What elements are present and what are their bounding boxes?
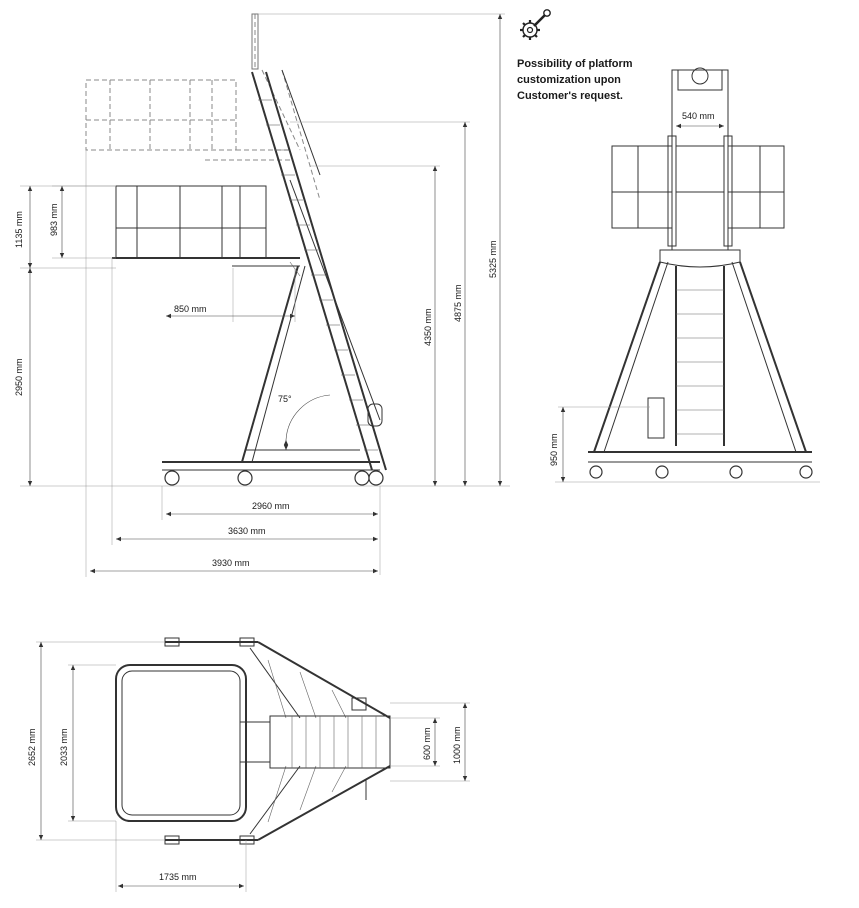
- dim-length-mid-label: 3630 mm: [228, 526, 266, 536]
- dim-top-depth-platform: 2033 mm: [59, 664, 116, 822]
- dimension-arrowhead: [560, 407, 566, 412]
- dim-length-base: 2960 mm: [161, 486, 381, 575]
- dimension-arrowhead: [283, 440, 289, 445]
- wheel-icon: [237, 470, 253, 486]
- dim-base-height: 2950 mm: [14, 268, 31, 486]
- dimension-arrowhead: [432, 481, 438, 486]
- dim-length-total-label: 3930 mm: [212, 558, 250, 568]
- dim-front-width-label: 540 mm: [682, 111, 715, 121]
- dimension-arrowhead: [27, 186, 33, 191]
- dim-length-mid: 3630 mm: [111, 258, 378, 545]
- dimension-arrowhead: [166, 511, 171, 517]
- dimension-arrowhead: [560, 477, 566, 482]
- raised-platform-ghost: [85, 14, 321, 201]
- dimension-arrowhead: [27, 268, 33, 273]
- dimension-arrowhead: [497, 481, 503, 486]
- dimension-arrowhead: [373, 536, 378, 542]
- platform-side: [112, 185, 300, 267]
- dim-total-height-label: 5325 mm: [488, 240, 498, 278]
- dimension-arrowhead: [38, 642, 44, 647]
- top-platform: [115, 664, 247, 822]
- dimension-arrowhead: [719, 123, 724, 129]
- gear-wrench-icon: [520, 9, 551, 40]
- dim-rail-inner-label: 983 mm: [49, 203, 59, 236]
- dimension-arrowhead: [462, 703, 468, 708]
- dimension-arrowhead: [166, 313, 171, 319]
- note-line-3: Customer's request.: [517, 90, 623, 102]
- dimension-arrowhead: [432, 718, 438, 723]
- dimension-arrowhead: [90, 568, 95, 574]
- dim-top-depth-total: 2652 mm: [27, 641, 165, 841]
- dim-rail-outer-label: 1135 mm: [14, 211, 24, 248]
- dim-top-step-width-label: 600 mm: [422, 727, 432, 760]
- dim-top-step-width: 600 mm: [390, 717, 440, 767]
- dimension-arrowhead: [676, 123, 681, 129]
- base-frame-side: [162, 261, 384, 486]
- angle-label: 75°: [278, 394, 292, 404]
- dimension-arrowhead: [38, 835, 44, 840]
- dimension-arrowhead: [432, 166, 438, 171]
- dim-length-total: 3930 mm: [85, 150, 378, 577]
- wheel-icon: [354, 470, 370, 486]
- front-ladder: [647, 266, 725, 446]
- dimension-arrowhead: [70, 665, 76, 670]
- dim-top-platform-length: 1735 mm: [115, 821, 247, 892]
- dim-top-platform-length-label: 1735 mm: [159, 872, 197, 882]
- dim-overhang: 850 mm: [166, 268, 296, 322]
- dim-platform-height-label: 4350 mm: [423, 308, 433, 346]
- side-view: 75° 850 mm 1135 mm 983 mm 2950 mm: [14, 13, 510, 577]
- dim-mid-height: 4875 mm: [290, 121, 470, 486]
- dimension-arrows: [27, 14, 724, 889]
- dimension-arrowhead: [27, 263, 33, 268]
- dim-top-depth-total-label: 2652 mm: [27, 728, 37, 766]
- wheel-icon: [368, 470, 384, 486]
- wheel-icon: [164, 470, 180, 486]
- dim-front-lower-label: 950 mm: [549, 433, 559, 466]
- dim-front-lower: 950 mm: [549, 406, 650, 482]
- dim-overhang-label: 850 mm: [174, 304, 207, 314]
- dim-top-base-width: 1000 mm: [390, 702, 470, 782]
- dimension-arrowhead: [27, 481, 33, 486]
- front-view: 540 mm 950 mm: [549, 67, 820, 483]
- dim-top-base-width-label: 1000 mm: [452, 726, 462, 764]
- dim-platform-height: 4350 mm: [310, 165, 440, 486]
- top-steps: [239, 697, 391, 800]
- dimension-arrowhead: [70, 816, 76, 821]
- dimension-arrowhead: [497, 14, 503, 19]
- dimension-arrowhead: [462, 776, 468, 781]
- dim-total-height: 5325 mm: [258, 13, 505, 486]
- dim-length-base-label: 2960 mm: [252, 501, 290, 511]
- dimension-arrowhead: [283, 445, 289, 450]
- dimension-arrowhead: [59, 253, 65, 258]
- wheel-icon: [729, 465, 743, 479]
- dimension-arrowhead: [239, 883, 244, 889]
- dimension-arrowhead: [290, 313, 295, 319]
- wheel-icon: [799, 465, 813, 479]
- dimension-arrowhead: [116, 536, 121, 542]
- dim-top-depth-platform-label: 2033 mm: [59, 728, 69, 766]
- dimension-arrowhead: [59, 186, 65, 191]
- inclined-ladder: [251, 69, 387, 471]
- dimension-arrowhead: [432, 761, 438, 766]
- wheel-icon: [655, 465, 669, 479]
- note-line-2: customization upon: [517, 74, 621, 86]
- customization-note: Possibility of platform customization up…: [517, 9, 633, 102]
- dimension-arrowhead: [373, 568, 378, 574]
- dimension-arrowhead: [462, 122, 468, 127]
- front-platform: [611, 145, 785, 229]
- dimension-arrowhead: [118, 883, 123, 889]
- dimension-arrowhead: [462, 481, 468, 486]
- dim-rail-outer: 1135 mm: [14, 185, 116, 269]
- wheel-icon: [589, 465, 603, 479]
- dim-mid-height-label: 4875 mm: [453, 284, 463, 322]
- dim-rail-inner: 983 mm: [49, 185, 116, 259]
- dim-base-height-label: 2950 mm: [14, 358, 24, 396]
- note-line-1: Possibility of platform: [517, 58, 633, 70]
- top-view: 2652 mm 2033 mm 600 mm 1000 mm 1: [27, 637, 470, 892]
- dimension-arrowhead: [373, 511, 378, 517]
- dim-front-width: 540 mm: [676, 111, 724, 127]
